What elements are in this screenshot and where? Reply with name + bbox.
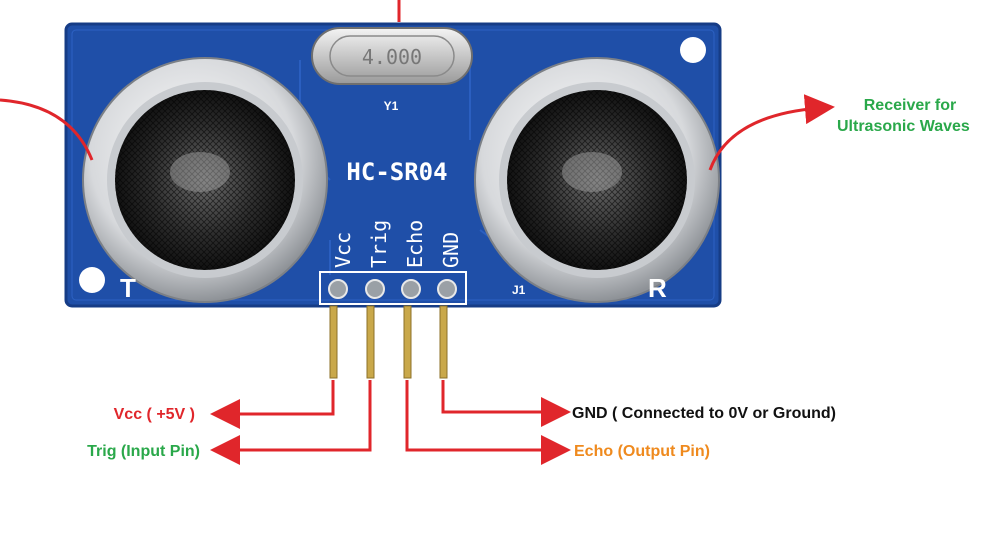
mounting-hole	[79, 267, 105, 293]
crystal-label: Y1	[384, 99, 399, 113]
crystal-value: 4.000	[362, 45, 422, 69]
label-echo: Echo (Output Pin)	[574, 443, 710, 460]
callout-line-vcc	[225, 380, 333, 414]
transmitter-mark: T	[120, 273, 136, 303]
mounting-hole	[680, 37, 706, 63]
label-receiver-line1: Receiver for	[864, 97, 957, 114]
label-gnd: GND ( Connected to 0V or Ground)	[572, 405, 836, 422]
pin-label-trig: Trig	[367, 220, 391, 268]
label-vcc: Vcc ( +5V )	[114, 406, 195, 423]
receiver-transducer	[475, 58, 719, 302]
pin-label-vcc: Vcc	[331, 232, 355, 268]
label-trig: Trig (Input Pin)	[87, 443, 200, 460]
label-receiver-line2: Ultrasonic Waves	[837, 118, 970, 135]
crystal-oscillator: 4.000	[312, 28, 472, 84]
pin-label-gnd: GND	[439, 232, 463, 268]
pin-label-echo: Echo	[403, 220, 427, 268]
receiver-mark: R	[648, 273, 667, 303]
connector-label: J1	[512, 283, 526, 297]
transmitter-transducer	[83, 58, 327, 302]
model-label: HC-SR04	[346, 158, 447, 186]
callout-line-gnd	[443, 380, 556, 412]
header-pins	[330, 306, 447, 378]
callout-line-echo	[407, 380, 556, 450]
callout-line-receiver	[710, 108, 820, 170]
